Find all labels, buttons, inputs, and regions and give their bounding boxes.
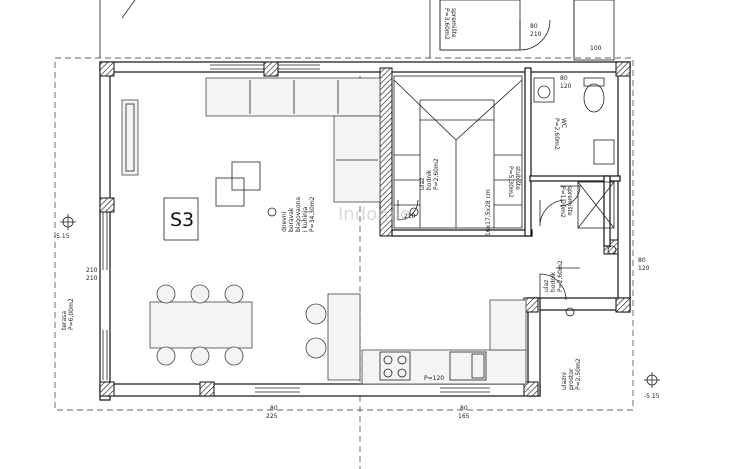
- svg-text:blagovaona: blagovaona: [295, 197, 302, 232]
- level-marker: [565, 307, 575, 317]
- svg-text:dnevni: dnevni: [281, 211, 288, 232]
- bathroom-label: WC P=2,60m2: [553, 118, 567, 150]
- entrance-label: ulaz hodnik P=2,60m2: [419, 158, 440, 190]
- terrace-label: terasa P=6,00m2: [61, 298, 75, 330]
- watermark: Indomio: [338, 204, 411, 225]
- wall-top: [99, 61, 631, 73]
- roof-outline: [54, 57, 634, 411]
- dimension: 100: [590, 45, 602, 52]
- bar-stool: [305, 303, 327, 325]
- level-marker: [644, 372, 660, 388]
- svg-text:boravak: boravak: [288, 207, 295, 232]
- stairs-note: 16x17,5x28 cm: [485, 189, 492, 236]
- bathroom-fixtures: [533, 77, 615, 229]
- svg-text:spremište: spremište: [450, 8, 457, 38]
- level-value: -5.15: [54, 233, 70, 240]
- dimension: 225: [266, 413, 278, 420]
- column: [99, 381, 115, 397]
- svg-text:P=3,60m2: P=3,60m2: [443, 8, 450, 40]
- svg-text:P=1,20m2: P=1,20m2: [559, 186, 566, 218]
- column: [99, 61, 115, 77]
- staircase-label: stubište P=5,30m2: [507, 166, 521, 198]
- svg-text:hodnik: hodnik: [550, 271, 557, 292]
- svg-text:P=2,50m2: P=2,50m2: [575, 358, 582, 390]
- dimension: 210: [86, 275, 98, 282]
- balcony-label: ulazni prostor P=2,50m2: [561, 358, 582, 390]
- svg-text:ulaz: ulaz: [419, 178, 426, 190]
- kitchen-island: [327, 293, 361, 381]
- svg-text:P=6,00m2: P=6,00m2: [68, 298, 75, 330]
- svg-text:prostor: prostor: [568, 368, 575, 390]
- sofa: [205, 77, 381, 203]
- level-marker: [267, 207, 277, 217]
- storage-label: spremište P=1,20m2: [559, 186, 573, 218]
- kitchen-counter: [361, 299, 527, 385]
- top-room-label: spremište P=3,60m2: [443, 8, 457, 40]
- level-marker: [607, 245, 617, 255]
- dimension: 210: [530, 31, 542, 38]
- door: [397, 199, 419, 221]
- dimension: 165: [458, 413, 470, 420]
- svg-text:16x17,5x28 cm: 16x17,5x28 cm: [485, 189, 492, 236]
- dining-table: [149, 284, 253, 366]
- level-value: -5.15: [644, 393, 660, 400]
- hallway-label: ulaz hodnik P=2,60m2: [543, 260, 564, 292]
- dimension: 80: [530, 23, 538, 30]
- level-marker: [60, 214, 76, 230]
- unit-label: S3: [170, 209, 194, 231]
- door: [539, 273, 567, 301]
- dimension: 80: [460, 405, 468, 412]
- dimension: 80: [638, 257, 646, 264]
- staircase: [393, 75, 523, 229]
- svg-text:ulazni: ulazni: [561, 372, 568, 390]
- svg-text:terasa: terasa: [61, 311, 68, 330]
- column: [99, 197, 115, 213]
- dimension: 80: [560, 75, 568, 82]
- svg-text:ulaz: ulaz: [543, 280, 550, 292]
- svg-text:P=2,60m2: P=2,60m2: [553, 118, 560, 150]
- svg-text:hodnik: hodnik: [426, 169, 433, 190]
- dimension: 210: [86, 267, 98, 274]
- column: [263, 61, 279, 77]
- dimension: 80: [270, 405, 278, 412]
- wall-right: [617, 61, 631, 313]
- svg-text:P=2,60m2: P=2,60m2: [557, 260, 564, 292]
- door: [559, 185, 581, 207]
- level-marker: [409, 207, 419, 217]
- svg-text:WC: WC: [560, 118, 567, 128]
- svg-text:i kuhinja: i kuhinja: [302, 206, 309, 232]
- dimension: 210: [404, 213, 416, 220]
- door: [539, 199, 567, 227]
- tv-unit: [121, 99, 139, 176]
- column: [615, 61, 631, 77]
- dimension: P=120: [424, 375, 444, 382]
- dimension: 120: [638, 265, 650, 272]
- unit-label-box: [163, 197, 199, 241]
- living-room-label: dnevni boravak blagovaona i kuhinja P=34…: [281, 196, 316, 232]
- coffee-table: [215, 177, 245, 207]
- coffee-table: [231, 161, 261, 191]
- column: [615, 297, 631, 313]
- column: [199, 381, 215, 397]
- svg-text:stubište: stubište: [514, 166, 521, 190]
- dimension: 120: [560, 83, 572, 90]
- svg-text:P=5,30m2: P=5,30m2: [507, 166, 514, 198]
- svg-text:P=2,60m2: P=2,60m2: [433, 158, 440, 190]
- column: [523, 381, 539, 397]
- door: [519, 19, 551, 51]
- svg-text:P=34,30m2: P=34,30m2: [309, 196, 316, 232]
- svg-text:spremište: spremište: [566, 186, 573, 216]
- bar-stool: [305, 337, 327, 359]
